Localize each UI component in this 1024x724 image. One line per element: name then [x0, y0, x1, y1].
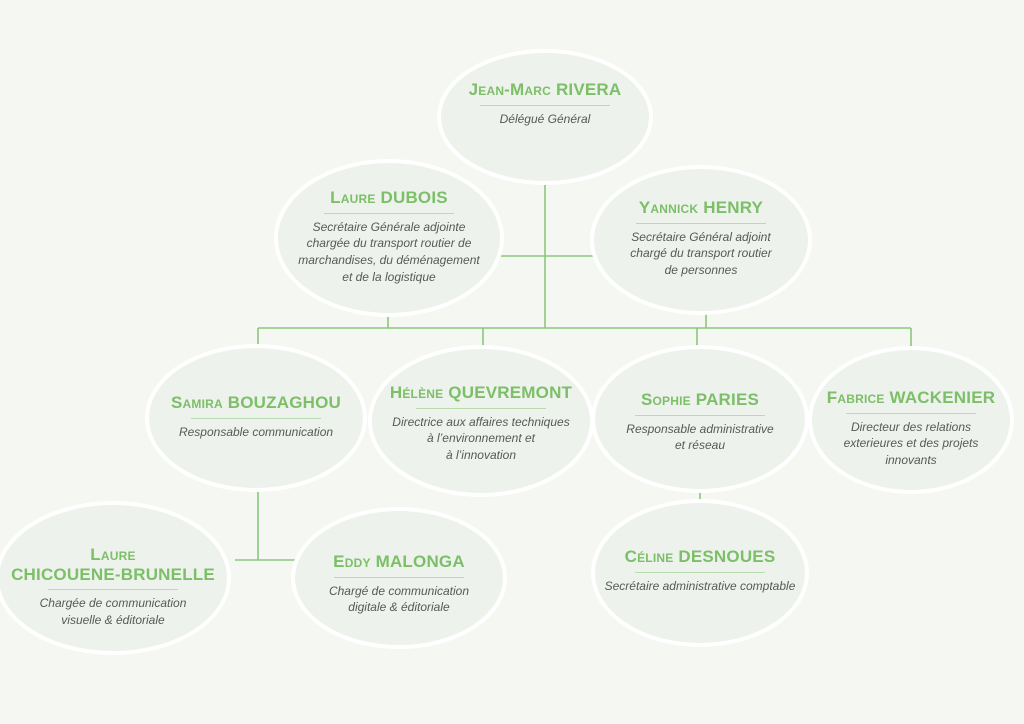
node-malonga: Eddy MALONGA Chargé de communication dig…: [298, 552, 500, 616]
bubble-wackenier: [808, 346, 1014, 494]
person-name: Céline DESNOUES: [624, 547, 776, 566]
person-name: Jean-Marc RIVERA: [468, 80, 622, 99]
person-name: Fabrice WACKENIER: [826, 388, 996, 407]
node-bouzaghou: Samira BOUZAGHOU Responsable communicati…: [151, 393, 361, 440]
person-role: Secrétaire Général adjoint chargé du tra…: [630, 229, 772, 278]
person-name: Eddy MALONGA: [333, 552, 465, 571]
node-wackenier: Fabrice WACKENIER Directeur des relation…: [816, 388, 1006, 469]
person-role: Secrétaire Générale adjointe chargée du …: [298, 219, 480, 284]
divider: [846, 412, 976, 414]
person-name: Samira BOUZAGHOU: [170, 393, 342, 412]
divider: [636, 222, 766, 224]
divider: [635, 414, 765, 416]
person-role: Chargé de communication digitale & édito…: [328, 583, 470, 615]
divider: [635, 571, 765, 573]
person-name: Hélène QUEVREMONT: [389, 383, 573, 402]
person-role: Directeur des relations exterieures et d…: [843, 419, 979, 468]
bubble-henry: [590, 165, 812, 315]
person-name: Yannick HENRY: [638, 198, 764, 217]
bubble-paries: [591, 345, 809, 493]
node-paries: Sophie PARIES Responsable administrative…: [598, 390, 802, 454]
bubble-desnoues: [591, 499, 809, 647]
node-henry: Yannick HENRY Secrétaire Général adjoint…: [596, 198, 806, 279]
person-role: Directrice aux affaires techniques à l’e…: [392, 414, 570, 463]
person-role: Secrétaire administrative comptable: [604, 578, 796, 593]
node-rivera: Jean-Marc RIVERA Délégué Général: [445, 80, 645, 127]
bubble-dubois: [274, 159, 504, 317]
node-quevremont: Hélène QUEVREMONT Directrice aux affaire…: [373, 383, 589, 464]
divider: [334, 576, 464, 578]
person-name: Sophie PARIES: [640, 390, 760, 409]
person-role: Responsable administrative et réseau: [626, 421, 774, 453]
bubbles: [0, 49, 1014, 655]
divider: [48, 589, 178, 591]
person-role: Chargée de communication visuelle & édit…: [39, 596, 187, 627]
person-role: Responsable communication: [178, 424, 334, 439]
node-desnoues: Céline DESNOUES Secrétaire administrativ…: [596, 547, 804, 594]
divider: [416, 407, 546, 409]
bubble-malonga: [291, 507, 507, 649]
person-name: Laure DUBOIS: [330, 188, 448, 207]
person-role: Délégué Général: [499, 111, 591, 126]
divider: [480, 104, 610, 106]
node-dubois: Laure DUBOIS Secrétaire Générale adjoint…: [279, 188, 499, 286]
bubble-chicouene: [0, 501, 231, 655]
divider: [191, 417, 321, 419]
bubble-rivera: [437, 49, 653, 185]
divider: [324, 212, 454, 214]
